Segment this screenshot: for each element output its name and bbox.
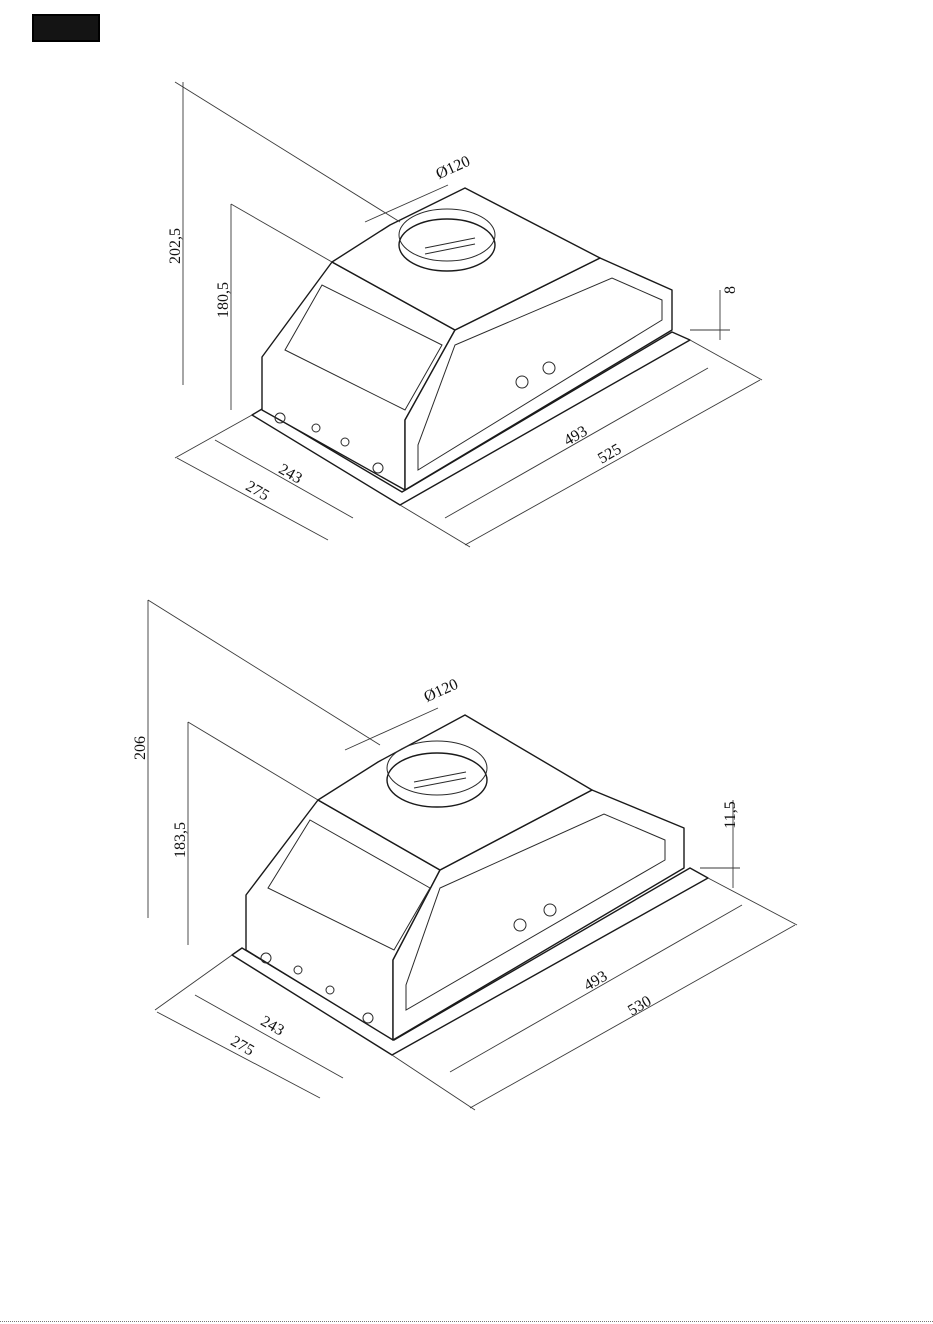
- d1-label-width-total: 525: [595, 441, 624, 468]
- d1-label-width-body: 493: [561, 423, 590, 450]
- d1-label-height-body: 180,5: [215, 282, 232, 318]
- d1-label-flange: 8: [722, 286, 739, 294]
- d2-label-height-body: 183,5: [172, 822, 189, 858]
- d2-label-width-total: 530: [625, 993, 654, 1020]
- drawing-2-duct-collar: [387, 753, 487, 807]
- d2-label-depth-body: 243: [258, 1013, 287, 1040]
- d2-label-duct-diameter: Ø120: [421, 676, 460, 706]
- d2-label-depth-total: 275: [228, 1033, 257, 1060]
- d2-label-height-total: 206: [132, 736, 149, 760]
- d1-label-duct-diameter: Ø120: [433, 153, 472, 183]
- d2-label-width-body: 493: [581, 968, 610, 995]
- drawing-1-hood: [252, 188, 690, 505]
- drawing-1-duct-collar: [399, 219, 495, 271]
- page-bottom-rule: [0, 1321, 933, 1322]
- d1-label-height-total: 202,5: [167, 228, 184, 264]
- d2-label-flange: 11,5: [722, 801, 739, 828]
- d1-label-depth-total: 275: [243, 478, 272, 505]
- d1-label-depth-body: 243: [276, 461, 305, 488]
